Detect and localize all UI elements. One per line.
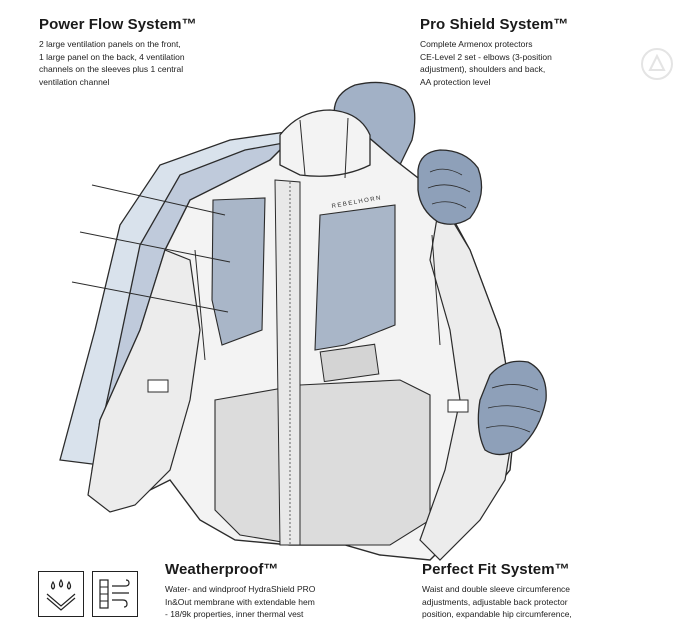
chest-pocket bbox=[319, 343, 380, 383]
pro-shield-text: Complete Armenox protectors CE-Level 2 s… bbox=[420, 39, 552, 87]
shoulder-protector bbox=[417, 149, 483, 225]
windproof-icon bbox=[92, 571, 138, 617]
collar bbox=[279, 109, 371, 177]
power-flow-section: Power Flow System™ 2 large ventilation p… bbox=[39, 16, 259, 88]
weatherproof-section: Weatherproof™ Water- and windproof Hydra… bbox=[165, 561, 390, 621]
lower-panel bbox=[214, 379, 431, 546]
right-vent-panel bbox=[314, 204, 396, 351]
pointer-line-2 bbox=[79, 231, 231, 263]
left-vent-panel bbox=[211, 197, 266, 346]
pointer-line-3 bbox=[71, 281, 229, 313]
weatherproof-title: Weatherproof™ bbox=[165, 561, 279, 578]
perfect-fit-section: Perfect Fit System™ Waist and double sle… bbox=[422, 561, 642, 621]
center-placket bbox=[274, 179, 301, 546]
power-flow-text: 2 large ventilation panels on the front,… bbox=[39, 39, 185, 87]
pro-shield-section: Pro Shield System™ Complete Armenox prot… bbox=[420, 16, 630, 88]
weatherproof-text: Water- and windproof HydraShield PRO In&… bbox=[165, 584, 316, 619]
waterproof-icon bbox=[38, 571, 84, 617]
perfect-fit-title: Perfect Fit System™ bbox=[422, 561, 570, 578]
perfect-fit-text: Waist and double sleeve circumference ad… bbox=[422, 584, 572, 619]
left-sleeve bbox=[87, 249, 201, 513]
watermark-icon bbox=[641, 48, 673, 80]
pointer-line-1 bbox=[91, 184, 226, 216]
elbow-protector bbox=[477, 360, 547, 456]
pro-shield-title: Pro Shield System™ bbox=[420, 16, 569, 33]
right-sleeve bbox=[419, 198, 516, 561]
power-flow-title: Power Flow System™ bbox=[39, 16, 197, 33]
